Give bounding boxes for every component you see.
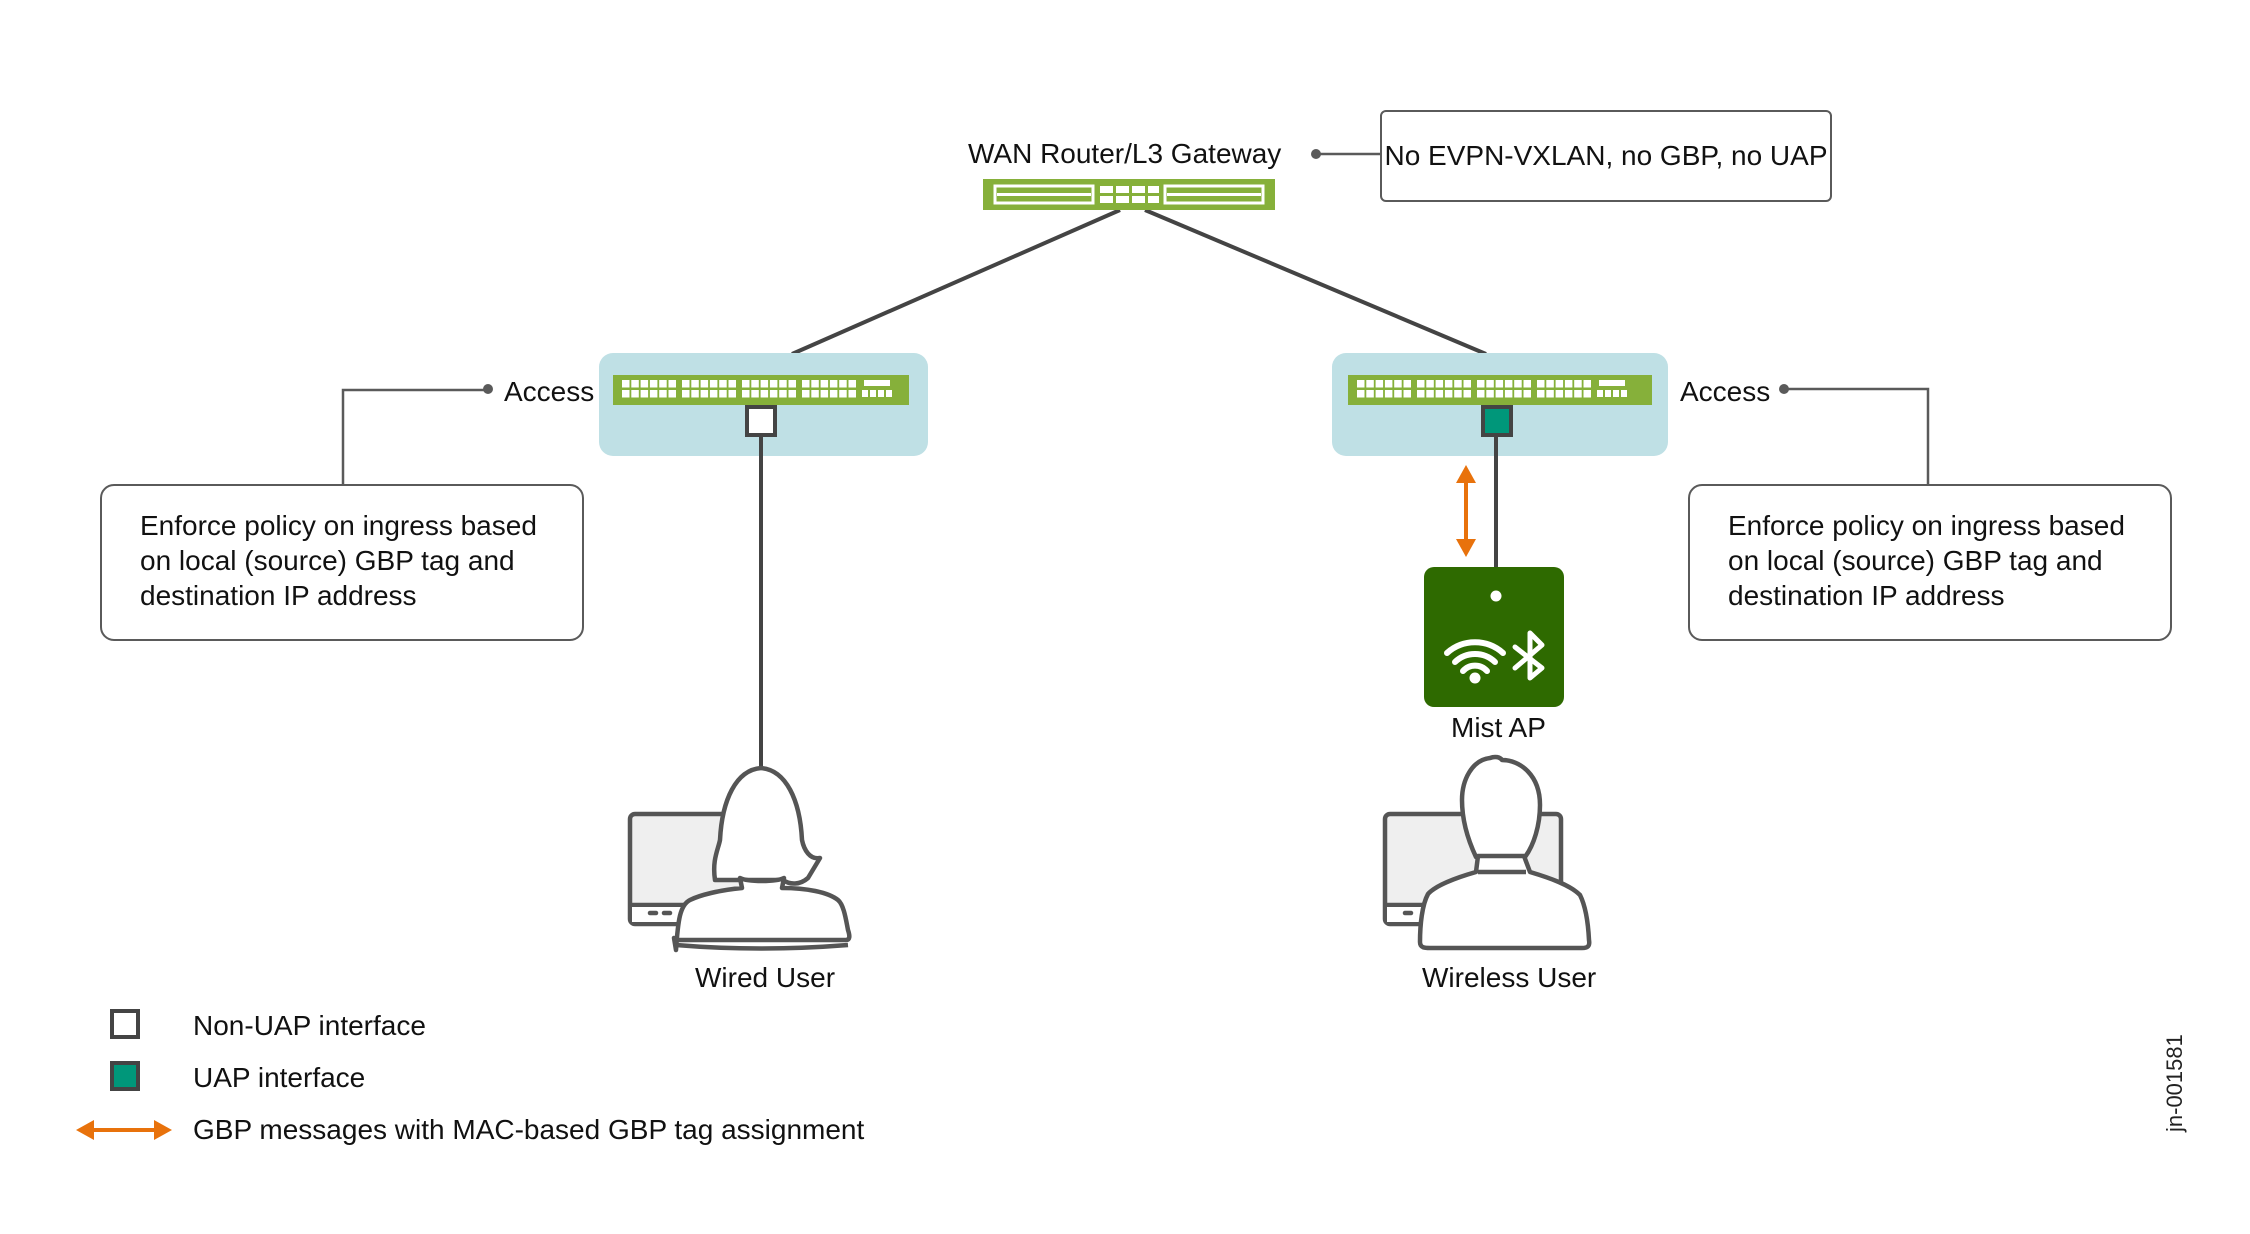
right-access-leader-dot [1779, 384, 1789, 394]
bluetooth-icon [1512, 630, 1545, 681]
left-access-leader-line [341, 388, 488, 484]
left-access-note-box: Enforce policy on ingress based on local… [100, 484, 584, 641]
wireless-user-icon [1382, 754, 1592, 951]
left-access-leader-dot [483, 384, 493, 394]
gateway-leader-dot [1311, 149, 1321, 159]
wifi-icon [1444, 639, 1506, 674]
link-gateway-to-left-access [791, 208, 1121, 356]
left-non-uap-port [745, 405, 777, 437]
right-access-switch-icon [1348, 375, 1652, 405]
legend-item-gbp-messages: GBP messages with MAC-based GBP tag assi… [193, 1114, 865, 1145]
right-access-note-box: Enforce policy on ingress based on local… [1688, 484, 2172, 641]
figure-id: jn-001581 [2162, 1034, 2187, 1132]
legend-gbp-arrow [76, 1120, 172, 1140]
legend-non-uap-swatch [110, 1009, 140, 1039]
mist-ap-icon [1424, 567, 1564, 707]
right-access-label: Access [1680, 376, 1771, 407]
left-access-label: Access [504, 376, 595, 407]
right-access-leader-line [1784, 387, 1930, 484]
gateway-note-box: No EVPN-VXLAN, no GBP, no UAP [1380, 110, 1832, 202]
left-access-switch-icon [613, 375, 909, 405]
legend-uap-swatch [110, 1061, 140, 1091]
link-gateway-to-right-access [1144, 208, 1487, 356]
wired-user-icon [627, 765, 852, 953]
legend: Non-UAP interface UAP interface GBP mess… [193, 1010, 993, 1160]
mist-ap-label: Mist AP [1451, 712, 1546, 743]
right-uap-port [1481, 405, 1513, 437]
gateway-label: WAN Router/L3 Gateway [968, 138, 1282, 169]
legend-item-uap: UAP interface [193, 1062, 366, 1093]
left-access-note-text: Enforce policy on ingress based on local… [140, 510, 537, 611]
gateway-router-icon [983, 179, 1275, 210]
legend-item-non-uap: Non-UAP interface [193, 1010, 426, 1041]
wireless-user-label: Wireless User [1422, 962, 1597, 993]
right-access-note-text: Enforce policy on ingress based on local… [1728, 510, 2125, 611]
gateway-note-text: No EVPN-VXLAN, no GBP, no UAP [1384, 140, 1828, 171]
gbp-message-arrow [1456, 465, 1476, 557]
wired-user-label: Wired User [695, 962, 836, 993]
